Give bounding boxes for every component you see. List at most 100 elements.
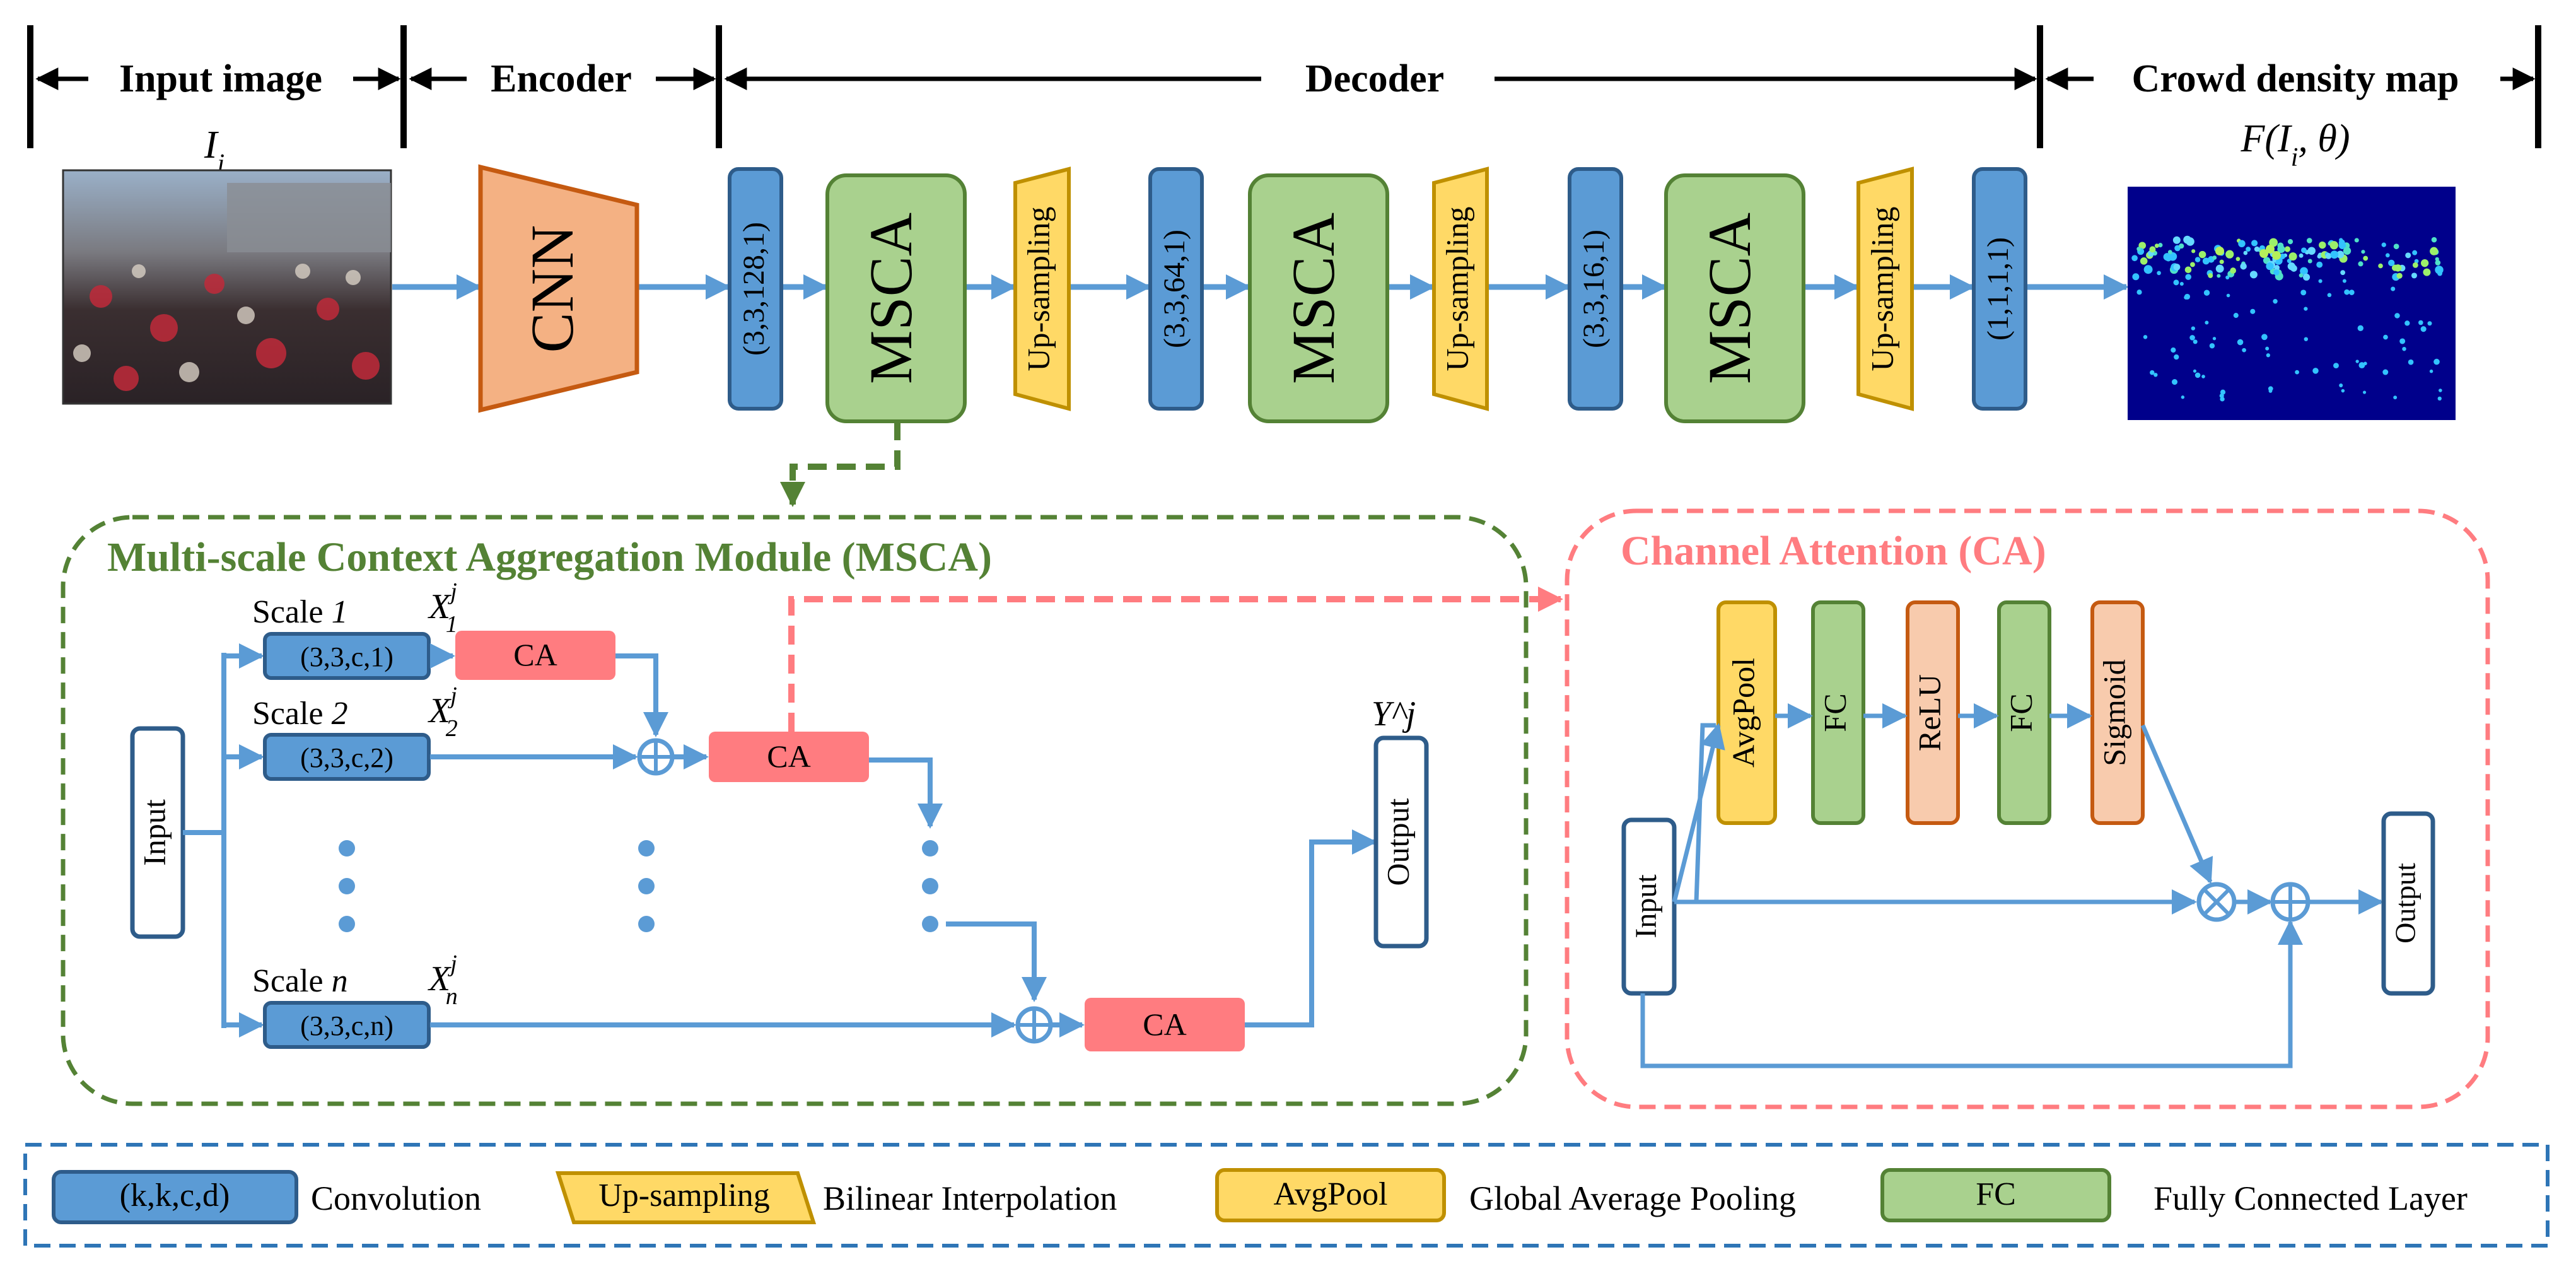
density-dot: [2268, 389, 2273, 393]
density-dot: [2378, 263, 2383, 269]
density-dot: [2194, 257, 2201, 262]
msca-output-label: Output: [1380, 798, 1415, 886]
ca-block-1: [455, 631, 615, 680]
density-dot: [2362, 390, 2367, 394]
density-dot: [2219, 259, 2224, 264]
density-dot: [2240, 262, 2247, 270]
fc-block-2-label: FC: [2003, 693, 2038, 732]
upsampling-block-2: Up-sampling: [1432, 167, 1489, 411]
density-dot: [2173, 264, 2181, 271]
ellipsis-dots: [339, 840, 938, 932]
density-dot: [2198, 250, 2206, 259]
pipeline: CNN (3,3,128,1) (3,3,64,1) (3,3,16,1) (1…: [62, 164, 2456, 423]
msca-module-border: [61, 515, 1529, 1106]
legend-avg-swatch: [1215, 1168, 1446, 1222]
density-dot: [2319, 241, 2326, 249]
density-dot: [2158, 243, 2163, 248]
sigmoid-label: Sigmoid: [2096, 659, 2131, 766]
density-dot: [2301, 247, 2307, 254]
add-node: [2270, 882, 2311, 922]
density-dot: [2149, 246, 2156, 253]
density-dot: [2209, 343, 2215, 349]
msca-block-2-label: MSCA: [1279, 213, 1347, 384]
ca-module: Channel Attention (CA) AvgPool FC ReLU F…: [1565, 508, 2490, 1109]
density-dot: [2163, 253, 2171, 261]
ca-block-1-label: CA: [513, 637, 557, 672]
density-dot: [2261, 334, 2268, 341]
density-dot: [2181, 395, 2185, 399]
density-dot: [2393, 395, 2398, 400]
density-dot: [2333, 363, 2339, 369]
density-dot: [2284, 246, 2291, 252]
density-dot: [2307, 259, 2312, 264]
density-dot: [2420, 326, 2427, 332]
density-dot: [2431, 237, 2437, 243]
density-dot: [2215, 264, 2224, 273]
density-dot: [2288, 252, 2297, 261]
density-dot: [2171, 379, 2178, 385]
scale-2-conv-label: (3,3,c,2): [300, 742, 393, 773]
ca-block-2: [709, 732, 869, 782]
density-dot: [2225, 275, 2230, 279]
density-dot: [2363, 255, 2369, 261]
legend-border: [23, 1143, 2550, 1248]
legend-ups-swatch: [555, 1171, 817, 1224]
density-dot: [2437, 396, 2442, 401]
conv-block-4: (1,1,1,1): [1972, 167, 2027, 411]
density-dot: [2344, 289, 2350, 295]
msca-module: Multi-scale Context Aggregation Module (…: [61, 515, 1529, 1106]
density-dot: [2277, 245, 2285, 254]
upsampling-block-1-label: Up-sampling: [1020, 206, 1056, 371]
scale-1-conv: [263, 632, 431, 680]
scale-n-label: Scale n: [252, 963, 348, 999]
density-dot: [2273, 299, 2278, 304]
fc-block-1: [1811, 600, 1865, 825]
density-dot: [2287, 259, 2292, 264]
density-dot: [2327, 293, 2332, 298]
density-dot: [2203, 289, 2210, 296]
density-dot: [2226, 293, 2230, 298]
output-symbol: F(Ii, θ): [2241, 117, 2350, 172]
upsampling-block-3-label: Up-sampling: [1864, 206, 1899, 371]
fc-block-1-label: FC: [1817, 693, 1852, 732]
density-dot: [2435, 260, 2441, 266]
density-dot: [2274, 264, 2280, 271]
density-dot: [2205, 320, 2209, 325]
ca-zoom-connector: [788, 587, 1563, 732]
density-dot: [2202, 257, 2210, 265]
sigmoid-block: [2090, 600, 2145, 825]
density-dot: [2363, 361, 2367, 366]
density-dot: [2131, 255, 2138, 262]
density-dot: [2394, 313, 2400, 319]
density-dot: [2217, 274, 2221, 278]
density-dot: [2183, 235, 2191, 244]
conv-block-2-label: (3,3,64,1): [1158, 230, 1191, 348]
density-hotspot: [2266, 245, 2275, 254]
density-dot: [2437, 271, 2442, 276]
density-dot: [2233, 313, 2239, 319]
density-dot: [2136, 289, 2142, 295]
density-dot: [2212, 337, 2217, 341]
header: Input image Encoder Decoder Crowd densit…: [27, 25, 2541, 178]
density-dot: [2184, 295, 2188, 300]
density-dot: [2393, 243, 2399, 250]
density-dot: [2412, 262, 2418, 268]
crowd-input-image: [62, 169, 392, 405]
encoder-label: Encoder: [491, 57, 632, 100]
msca-input-label: Input: [136, 799, 172, 866]
density-dot: [2251, 240, 2258, 247]
density-dot: [2171, 347, 2176, 353]
cnn-encoder-block: CNN: [478, 164, 639, 413]
density-dot: [2306, 238, 2312, 243]
density-dot: [2388, 259, 2395, 267]
density-dot: [2154, 243, 2159, 249]
ca-block-n-label: CA: [1143, 1007, 1186, 1042]
density-dot: [2172, 236, 2181, 244]
upsampling-block-1: Up-sampling: [1013, 167, 1071, 411]
density-dot: [2300, 289, 2307, 296]
density-dot: [2299, 273, 2304, 278]
avgpool-label: AvgPool: [1725, 658, 1761, 768]
legend-conv-desc: Convolution: [311, 1179, 481, 1217]
density-dot: [2343, 247, 2352, 255]
density-dot: [2408, 359, 2414, 365]
